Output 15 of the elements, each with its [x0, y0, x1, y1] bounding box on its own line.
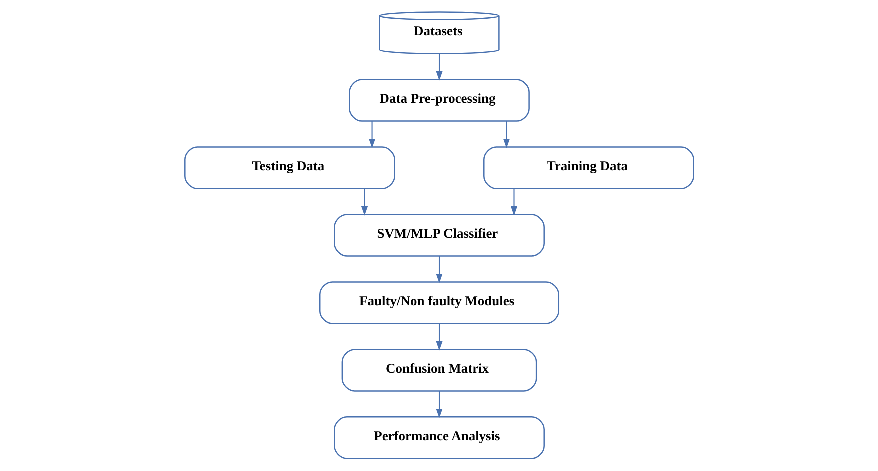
node-box: Training Data	[483, 146, 694, 190]
arrow	[436, 324, 442, 351]
node-box: Faulty/Non faulty Modules	[318, 282, 560, 324]
node-box: Confusion Matrix	[341, 349, 537, 392]
arrow	[360, 189, 368, 216]
arrow	[436, 391, 442, 418]
arrow	[502, 122, 510, 148]
node-box: Testing Data	[184, 146, 395, 190]
node-box: Data Pre-processing	[348, 79, 530, 122]
arrow	[436, 54, 442, 81]
arrow	[436, 256, 442, 284]
node-box: Performance Analysis	[334, 416, 544, 460]
arrow	[368, 122, 376, 148]
arrow	[510, 189, 518, 216]
node-box: SVM/MLP Classifier	[334, 214, 544, 257]
